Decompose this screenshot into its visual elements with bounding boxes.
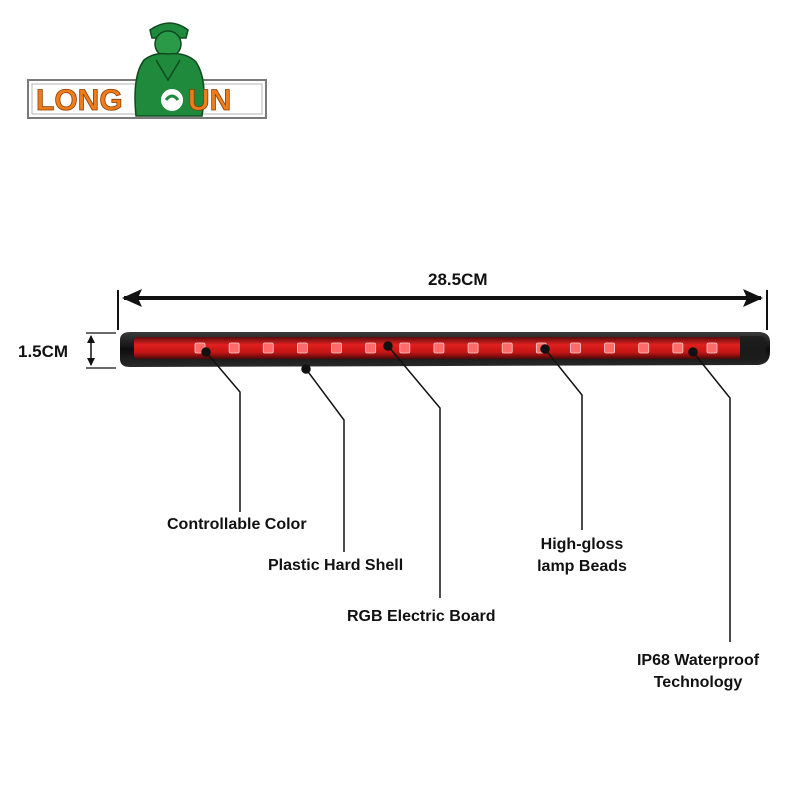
led-bead [570, 342, 581, 354]
callout-line-1: IP68 Waterproof [636, 652, 760, 669]
callout-line-1: High-gloss [540, 536, 624, 553]
length-dimension [117, 289, 768, 330]
worker-mascot-icon [134, 22, 205, 117]
brand-name-right: UN [188, 84, 231, 117]
led-bead [331, 342, 342, 354]
led-bead [467, 342, 479, 354]
led-bead [399, 342, 411, 354]
led-bead [296, 342, 308, 354]
led-bead [501, 342, 513, 354]
brand-logo: LONG UN [27, 22, 267, 119]
callout-rgb-electric-board: RGB Electric Board [347, 608, 496, 625]
callout-controllable-color: Controllable Color [167, 516, 307, 533]
callout-line-2: Technology [653, 674, 743, 691]
led-bead [672, 342, 684, 354]
callout-high-gloss-lamp-beads: High-gloss lamp Beads [532, 534, 632, 578]
led-bead [706, 342, 718, 354]
led-bead [228, 342, 240, 354]
height-dimension [86, 332, 116, 369]
length-label: 28.5CM [428, 270, 488, 289]
led-bead [365, 342, 377, 354]
callout-leaders [201, 341, 731, 642]
led-bead [433, 342, 445, 354]
brand-name-left: LONG [36, 84, 123, 117]
led-bead [262, 342, 274, 354]
callout-ip68-waterproof: IP68 Waterproof Technology [628, 650, 768, 694]
callout-line-2: lamp Beads [537, 558, 627, 575]
led-bead [604, 342, 615, 354]
led-bead [638, 342, 650, 354]
callout-plastic-hard-shell: Plastic Hard Shell [268, 557, 404, 574]
height-label: 1.5CM [18, 342, 69, 361]
led-light-bar [120, 332, 770, 367]
